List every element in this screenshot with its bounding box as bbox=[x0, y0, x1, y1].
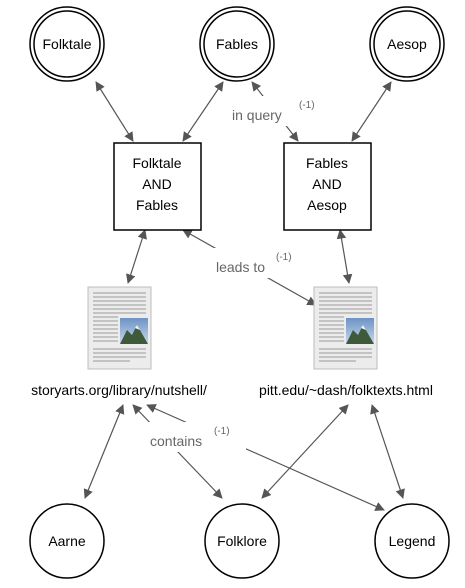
edge-p2-legend bbox=[370, 404, 405, 499]
edge-folktale-q1 bbox=[95, 81, 134, 142]
query-box-folktale-and-fables: Folktale AND Fables bbox=[113, 142, 202, 231]
query-box-fables-and-aesop: Fables AND Aesop bbox=[283, 142, 372, 231]
query2-line2: AND bbox=[312, 176, 342, 192]
term-node-folklore: Folklore bbox=[204, 503, 280, 579]
edge-label-in-query-text: in query bbox=[232, 107, 282, 123]
edge-aesop-q2 bbox=[351, 81, 392, 142]
term-node-aesop: Aesop bbox=[369, 6, 445, 82]
page-icon-pitt bbox=[313, 286, 378, 370]
edge-p1-aarne bbox=[83, 404, 125, 499]
edge-p2-folklore bbox=[261, 404, 349, 499]
term-label-legend: Legend bbox=[389, 533, 436, 549]
term-label-fables: Fables bbox=[216, 36, 258, 52]
query1-line3: Fables bbox=[136, 197, 178, 213]
edge-label-contains-text: contains bbox=[150, 433, 202, 449]
term-label-aarne: Aarne bbox=[48, 533, 86, 549]
edge-q2-p2 bbox=[336, 229, 353, 284]
query2-line1: Fables bbox=[306, 155, 348, 171]
page-url-pitt: pitt.edu/~dash/folktexts.html bbox=[259, 382, 433, 398]
edge-label-contains-sup: (-1) bbox=[214, 426, 230, 437]
term-label-folklore: Folklore bbox=[217, 533, 267, 549]
query1-line1: Folktale bbox=[132, 155, 181, 171]
edge-label-leads-to-sup: (-1) bbox=[276, 252, 292, 263]
query1-line2: AND bbox=[142, 176, 172, 192]
term-label-folktale: Folktale bbox=[42, 36, 91, 52]
edge-label-in-query-sup: (-1) bbox=[299, 100, 315, 111]
edge-fables-q1 bbox=[182, 81, 224, 142]
page-icon-storyarts bbox=[87, 286, 152, 370]
term-node-fables: Fables bbox=[199, 6, 275, 82]
term-node-folktale: Folktale bbox=[29, 6, 105, 82]
page-url-storyarts: storyarts.org/library/nutshell/ bbox=[31, 382, 207, 398]
edge-label-in-query: in query (-1) bbox=[228, 96, 326, 126]
edge-label-leads-to: leads to (-1) bbox=[212, 248, 302, 278]
edge-label-contains: contains (-1) bbox=[146, 422, 246, 452]
edge-label-leads-to-text: leads to bbox=[216, 259, 265, 275]
query2-line3: Aesop bbox=[307, 197, 347, 213]
term-node-legend: Legend bbox=[374, 503, 450, 579]
term-label-aesop: Aesop bbox=[387, 36, 427, 52]
term-node-aarne: Aarne bbox=[29, 503, 105, 579]
edge-q1-p1 bbox=[126, 229, 147, 284]
